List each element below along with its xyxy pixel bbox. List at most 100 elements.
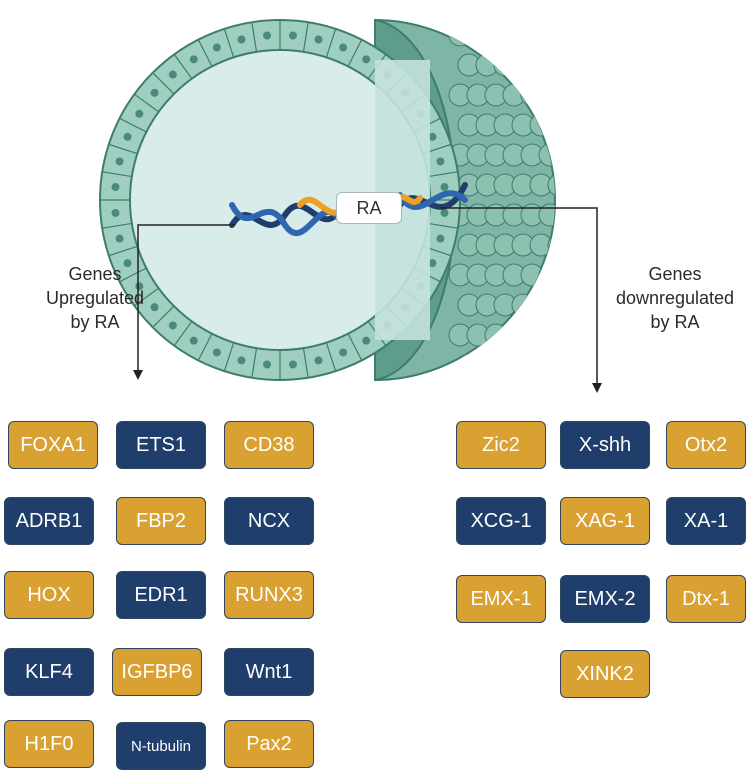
downregulated-label-line: Genes [648,264,702,284]
gene-box: H1F0 [4,720,94,768]
surface-cell [511,293,535,317]
gene-box: Otx2 [666,421,746,469]
surface-cell [475,353,499,377]
cell-nucleus [436,157,445,166]
surface-cell [484,323,508,347]
surface-cell [520,263,544,287]
cell-wall [119,267,147,283]
cell-wall [102,171,132,178]
cell-wall [173,320,193,346]
cell-wall [152,305,175,328]
cell-nucleus [123,259,132,268]
cell-wall [302,348,309,378]
cell-wall [251,348,258,378]
cell-nucleus [428,259,437,268]
gene-box: Dtx-1 [666,575,746,623]
surface-cell [547,173,555,197]
surface-cell [547,293,555,317]
cell-nucleus [150,303,159,312]
surface-cell [502,83,526,107]
surface-cell [484,23,508,47]
gene-box: ADRB1 [4,497,94,545]
cell-nucleus [263,31,272,40]
cell-nucleus [168,70,177,79]
cell-wall [325,342,337,372]
surface-cell [457,353,481,377]
cell-nucleus [339,348,348,357]
cell-nucleus [123,132,132,141]
cell-nucleus [115,157,124,166]
surface-cell [475,53,499,77]
arrowhead-right [592,383,602,393]
gene-box: XA-1 [666,497,746,545]
connector-left [137,224,235,372]
cell-wall [152,72,175,95]
surface-cell [547,53,555,77]
gene-box: XAG-1 [560,497,650,545]
cell-wall [251,22,258,52]
surface-cell [493,353,517,377]
cell-nucleus [135,109,144,118]
cell-wall [173,54,193,80]
gene-box: CD38 [224,421,314,469]
connector-right [440,207,598,385]
cell-wall [197,333,213,361]
gene-box: RUNX3 [224,571,314,619]
downregulated-label-line: downregulated [615,288,735,308]
surface-cell [538,23,555,47]
surface-cell [502,323,526,347]
gene-box: IGFBP6 [112,648,202,696]
cell-nucleus [436,234,445,243]
cell-nucleus [115,234,124,243]
surface-cell [529,113,553,137]
cell-wall [223,342,235,372]
surface-cell [520,83,544,107]
cell-nucleus [428,132,437,141]
gene-box: NCX [224,497,314,545]
cell-wall [197,39,213,67]
surface-cell [520,23,544,47]
upregulated-label-line: Upregulated [45,288,145,308]
cell-nucleus [314,356,323,365]
gene-box: Wnt1 [224,648,314,696]
gene-box: EMX-1 [456,575,546,623]
gene-box: FBP2 [116,497,206,545]
surface-cell [538,203,555,227]
gene-box: HOX [4,571,94,619]
gene-box: ETS1 [116,421,206,469]
gene-box: FOXA1 [8,421,98,469]
gene-box: EMX-2 [560,575,650,623]
cell-nucleus [263,360,272,369]
surface-cell [511,353,535,377]
gene-box: KLF4 [4,648,94,696]
gene-box: XINK2 [560,650,650,698]
cell-nucleus [150,88,159,97]
cell-nucleus [288,360,297,369]
cell-wall [223,28,235,58]
cell-wall [108,143,138,155]
cell-nucleus [440,183,449,192]
cell-nucleus [111,183,120,192]
cell-nucleus [189,336,198,345]
surface-cell [547,353,555,377]
cell-nucleus [362,336,371,345]
surface-cell [529,353,553,377]
gene-box: Zic2 [456,421,546,469]
gene-box: N-tubulin [116,722,206,770]
cell-nucleus [440,208,449,217]
surface-cell [448,23,472,47]
surface-cell [529,53,553,77]
surface-cell [538,323,555,347]
surface-cell [520,323,544,347]
upregulated-label: Genes Upregulated by RA [20,262,170,334]
downregulated-label: Genes downregulated by RA [605,262,745,334]
surface-cell [538,83,555,107]
cell-wall [428,222,458,229]
cell-wall [347,39,363,67]
cell-nucleus [314,35,323,44]
surface-cell [547,113,555,137]
ra-label: RA [336,192,402,224]
cell-wall [102,222,132,229]
cell-nucleus [339,43,348,52]
